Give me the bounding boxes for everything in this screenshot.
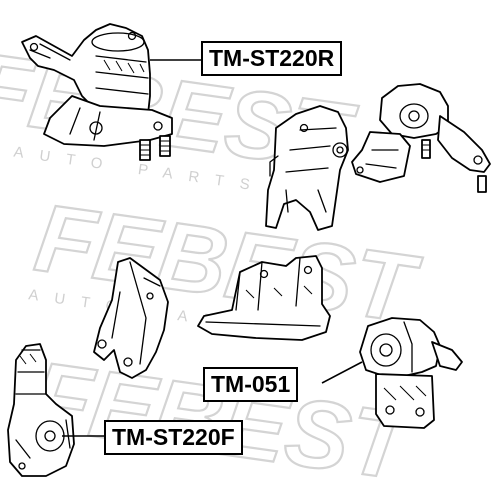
- part-rear-mount: [21, 23, 173, 161]
- part-middle-bracket: [93, 257, 169, 379]
- part-label-front: TM-ST220F: [104, 420, 243, 455]
- leader-center: [321, 361, 363, 384]
- part-upper-right-mount: [351, 83, 491, 193]
- part-label-rear: TM-ST220R: [201, 41, 343, 76]
- part-label-center: TM-051: [203, 367, 299, 402]
- part-front-mount: [7, 343, 75, 477]
- part-lower-right-mount: [359, 317, 463, 429]
- part-center-bracket: [197, 255, 331, 341]
- part-upper-bracket: [265, 105, 349, 231]
